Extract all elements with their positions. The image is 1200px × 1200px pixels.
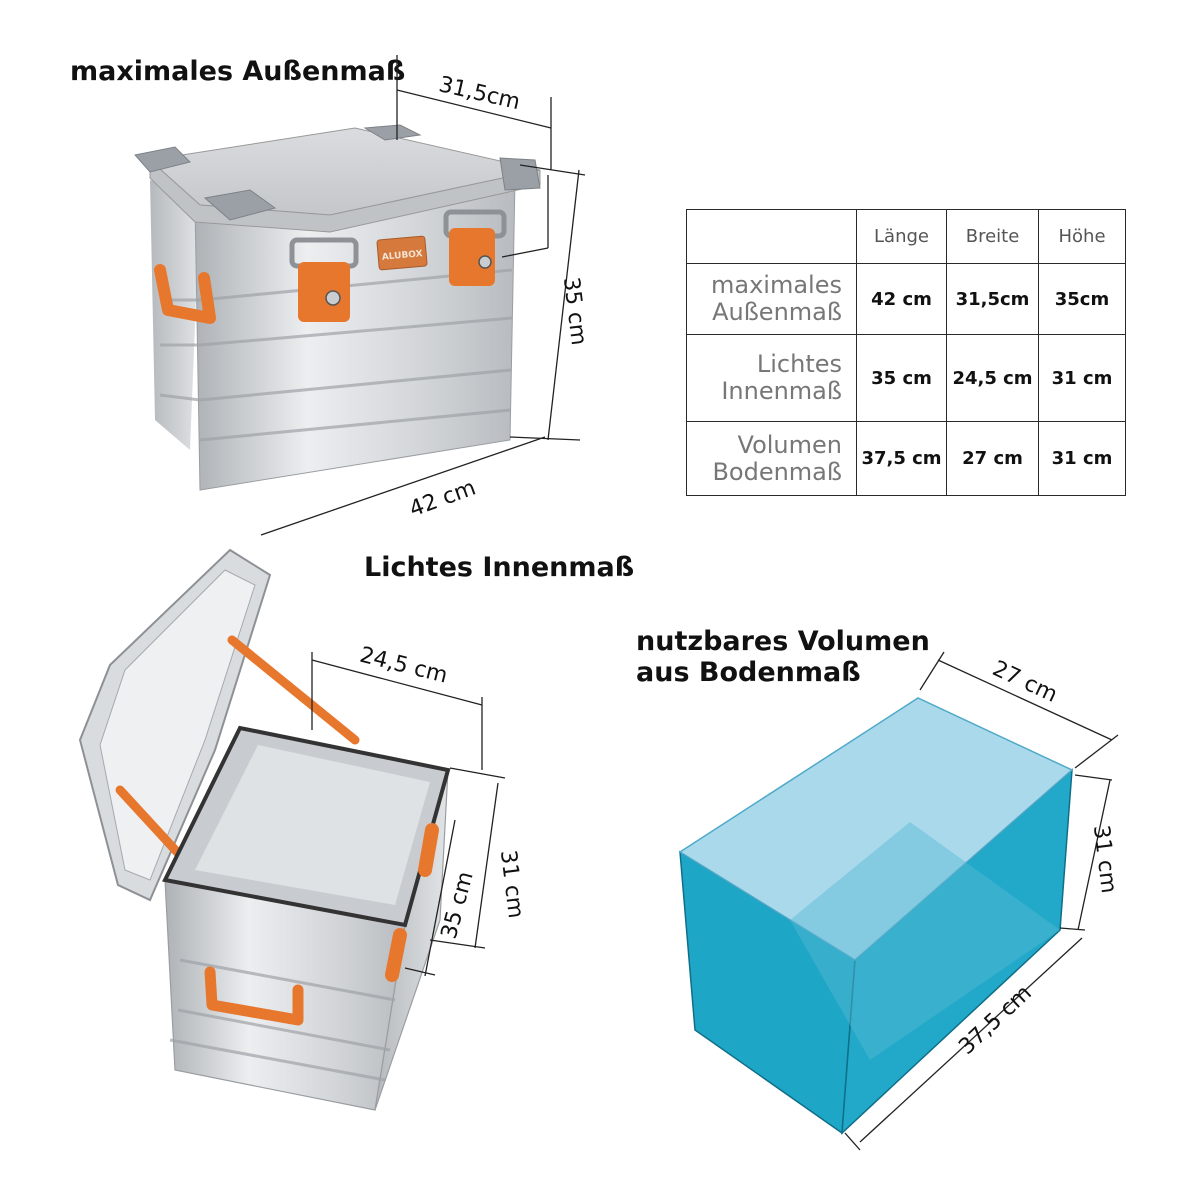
table-cell: 31,5cm <box>946 263 1039 335</box>
heading-inner-dimensions: Lichtes Innenmaß <box>364 552 635 583</box>
table-cell: 35cm <box>1038 263 1126 335</box>
side-handle-icon <box>154 264 216 324</box>
table-row: Volumen Bodenmaß 37,5 cm 27 cm 31 cm <box>686 421 1126 496</box>
table-row-label-line2: Außenmaß <box>712 298 842 326</box>
heading-usable-volume: nutzbares Volumen aus Bodenmaß <box>636 626 930 688</box>
heading-usable-volume-line1: nutzbares Volumen <box>636 626 930 657</box>
latch-left-icon <box>289 237 359 322</box>
dimension-lines-outer <box>260 55 586 536</box>
table-header-width: Breite <box>946 209 1039 264</box>
brand-plate-text: ALUBOX <box>381 249 423 263</box>
open-box-ribs <box>169 958 396 1082</box>
dimension-lines-volume <box>844 651 1119 1151</box>
dimension-lines-inner <box>311 652 506 977</box>
heading-outer-dimensions: maximales Außenmaß <box>70 56 406 87</box>
table-header-length: Länge <box>856 209 947 264</box>
open-box-latch-icon <box>385 823 439 982</box>
table-row-label-line2: Innenmaß <box>721 377 842 405</box>
table-header-height: Höhe <box>1038 209 1126 264</box>
lid-corner-caps <box>134 124 541 221</box>
table-row-label-line1: maximales <box>711 271 842 299</box>
table-cell: 37,5 cm <box>856 421 947 496</box>
table-cell: 31 cm <box>1038 334 1126 422</box>
table-row: Lichtes Innenmaß 35 cm 24,5 cm 31 cm <box>686 334 1126 422</box>
cuboid-top-face <box>678 697 1074 961</box>
closed-box-figure: ALUBOX 31,5cm 35 cm 42 cm <box>134 55 591 536</box>
volume-height-label: 31 cm <box>1088 824 1121 895</box>
heading-usable-volume-line2: aus Bodenmaß <box>636 657 861 688</box>
latch-right-icon <box>443 209 507 286</box>
table-row-label-line2: Bodenmaß <box>712 457 842 486</box>
brand-plate: ALUBOX <box>376 235 428 271</box>
table-row: maximales Außenmaß 42 cm 31,5cm 35cm <box>686 263 1126 335</box>
table-cell: 27 cm <box>946 421 1039 496</box>
table-header-row: Länge Breite Höhe <box>686 209 1126 264</box>
table-row-label: Lichtes Innenmaß <box>686 334 857 422</box>
table-row-label: maximales Außenmaß <box>686 263 857 335</box>
open-box-lid-inner <box>99 569 256 881</box>
table-header-empty <box>686 209 857 264</box>
open-box-handle-icon <box>204 966 304 1026</box>
open-box-interior-floor <box>195 745 430 905</box>
cuboid-inner-floor <box>790 822 1060 1060</box>
dimensions-table: Länge Breite Höhe maximales Außenmaß 42 … <box>686 209 1126 496</box>
table-row-label-line1: Volumen <box>737 430 842 459</box>
table-row-label: Volumen Bodenmaß <box>686 421 857 496</box>
table-cell: 42 cm <box>856 263 947 335</box>
table-cell: 24,5 cm <box>946 334 1039 422</box>
box-ribs <box>159 268 513 442</box>
table-row-label-line1: Lichtes <box>756 350 842 378</box>
table-cell: 31 cm <box>1038 421 1126 496</box>
table-cell: 35 cm <box>856 334 947 422</box>
